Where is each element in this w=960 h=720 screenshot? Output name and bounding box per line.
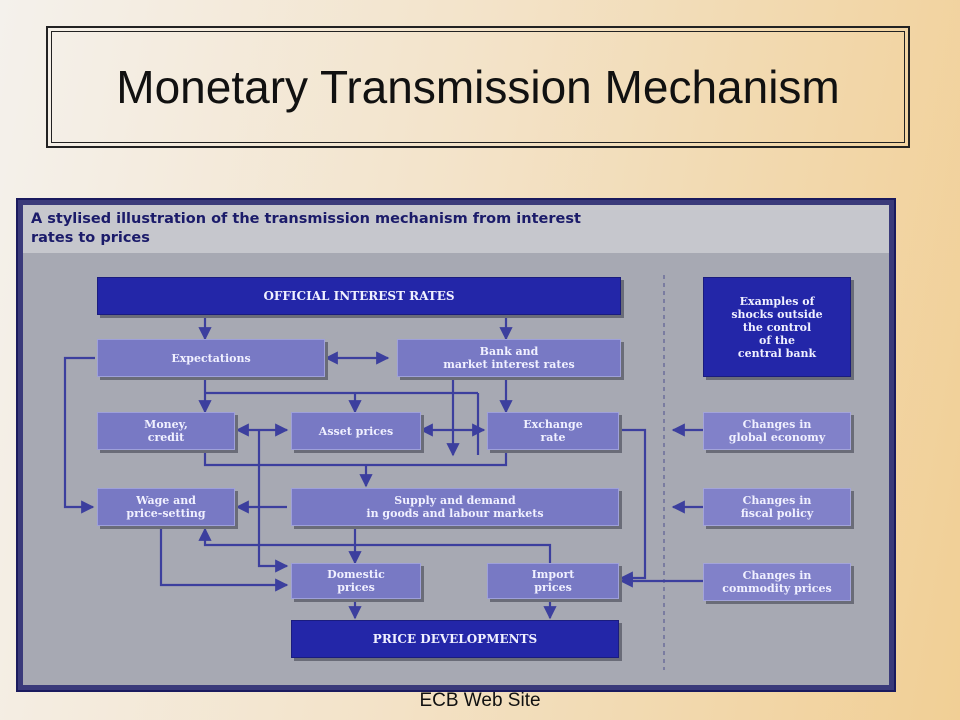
node-shocks-header-line-3: the control [742,320,812,334]
node-expectations: Expectations [97,339,325,377]
node-shock-fiscal-policy-line-1: Changes in [742,494,812,507]
node-bank-market-rates-line-1: Bank and [479,345,539,358]
connector-arrows [63,275,703,670]
node-import-prices-line-2: prices [534,581,572,594]
node-shock-global-economy-line-2: global economy [728,431,826,444]
node-shocks-header-line-2: shocks outside [731,307,823,321]
node-shocks-header-line-5: central bank [737,346,817,360]
arrow-exchange-to-import [619,428,647,585]
node-asset-prices-label: Asset prices [318,424,394,438]
arrow-wage-to-domestic [159,526,289,592]
node-money-credit-line-1: Money, [144,418,188,431]
node-money-credit: Money, credit [97,412,235,450]
node-shock-commodity-prices: Changes in commodity prices [703,563,851,601]
node-expectations-label: Expectations [171,351,251,365]
node-wage-price-setting-line-2: price-setting [126,507,206,520]
node-bank-market-rates: Bank and market interest rates [397,339,621,377]
node-exchange-rate-line-2: rate [540,431,566,444]
node-domestic-prices: Domestic prices [291,563,421,599]
node-shock-commodity-prices-line-2: commodity prices [722,582,832,595]
node-shock-commodity-prices-line-1: Changes in [742,569,812,582]
slide-title: Monetary Transmission Mechanism [116,61,840,113]
diagram-heading: A stylised illustration of the transmiss… [23,205,889,253]
node-shock-fiscal-policy-line-2: fiscal policy [740,507,814,520]
node-supply-demand-line-2: in goods and labour markets [366,507,544,520]
node-shock-global-economy-line-1: Changes in [742,418,812,431]
arrow-money-to-domestic [257,430,289,573]
diagram-panel: A stylised illustration of the transmiss… [23,205,889,685]
node-import-prices: Import prices [487,563,619,599]
title-frame: Monetary Transmission Mechanism [46,26,910,148]
arrow-import-to-wage [198,527,552,563]
node-asset-prices: Asset prices [291,412,421,450]
node-supply-demand-line-1: Supply and demand [394,494,516,507]
node-exchange-rate: Exchange rate [487,412,619,450]
node-bank-market-rates-line-2: market interest rates [443,358,575,371]
arrow-expectations-to-wage [63,356,95,514]
node-price-developments: PRICE DEVELOPMENTS [291,620,619,658]
node-exchange-rate-line-1: Exchange [523,418,583,431]
node-domestic-prices-line-1: Domestic [327,568,385,581]
node-shock-global-economy: Changes in global economy [703,412,851,450]
node-domestic-prices-line-2: prices [337,581,375,594]
node-shocks-header-line-1: Examples of [739,294,815,308]
source-caption: ECB Web Site [419,690,541,711]
node-official-interest-rates: OFFICIAL INTEREST RATES [97,277,621,315]
node-price-developments-label: PRICE DEVELOPMENTS [372,631,538,646]
diagram-heading-line-2: rates to prices [31,230,150,246]
node-shock-fiscal-policy: Changes in fiscal policy [703,488,851,526]
connector-merge-to-supply [203,449,508,467]
node-shocks-header-line-4: of the [759,333,795,347]
node-official-interest-rates-label: OFFICIAL INTEREST RATES [263,288,455,303]
node-supply-demand: Supply and demand in goods and labour ma… [291,488,619,526]
node-money-credit-line-2: credit [147,431,185,444]
node-wage-price-setting-line-1: Wage and [136,494,196,507]
diagram-figure: A stylised illustration of the transmiss… [16,198,896,692]
node-shocks-header: Examples of shocks outside the control o… [703,277,851,377]
node-wage-price-setting: Wage and price-setting [97,488,235,526]
diagram-heading-line-1: A stylised illustration of the transmiss… [31,211,581,227]
node-import-prices-line-1: Import [531,568,575,581]
title-frame-inner: Monetary Transmission Mechanism [51,31,905,143]
